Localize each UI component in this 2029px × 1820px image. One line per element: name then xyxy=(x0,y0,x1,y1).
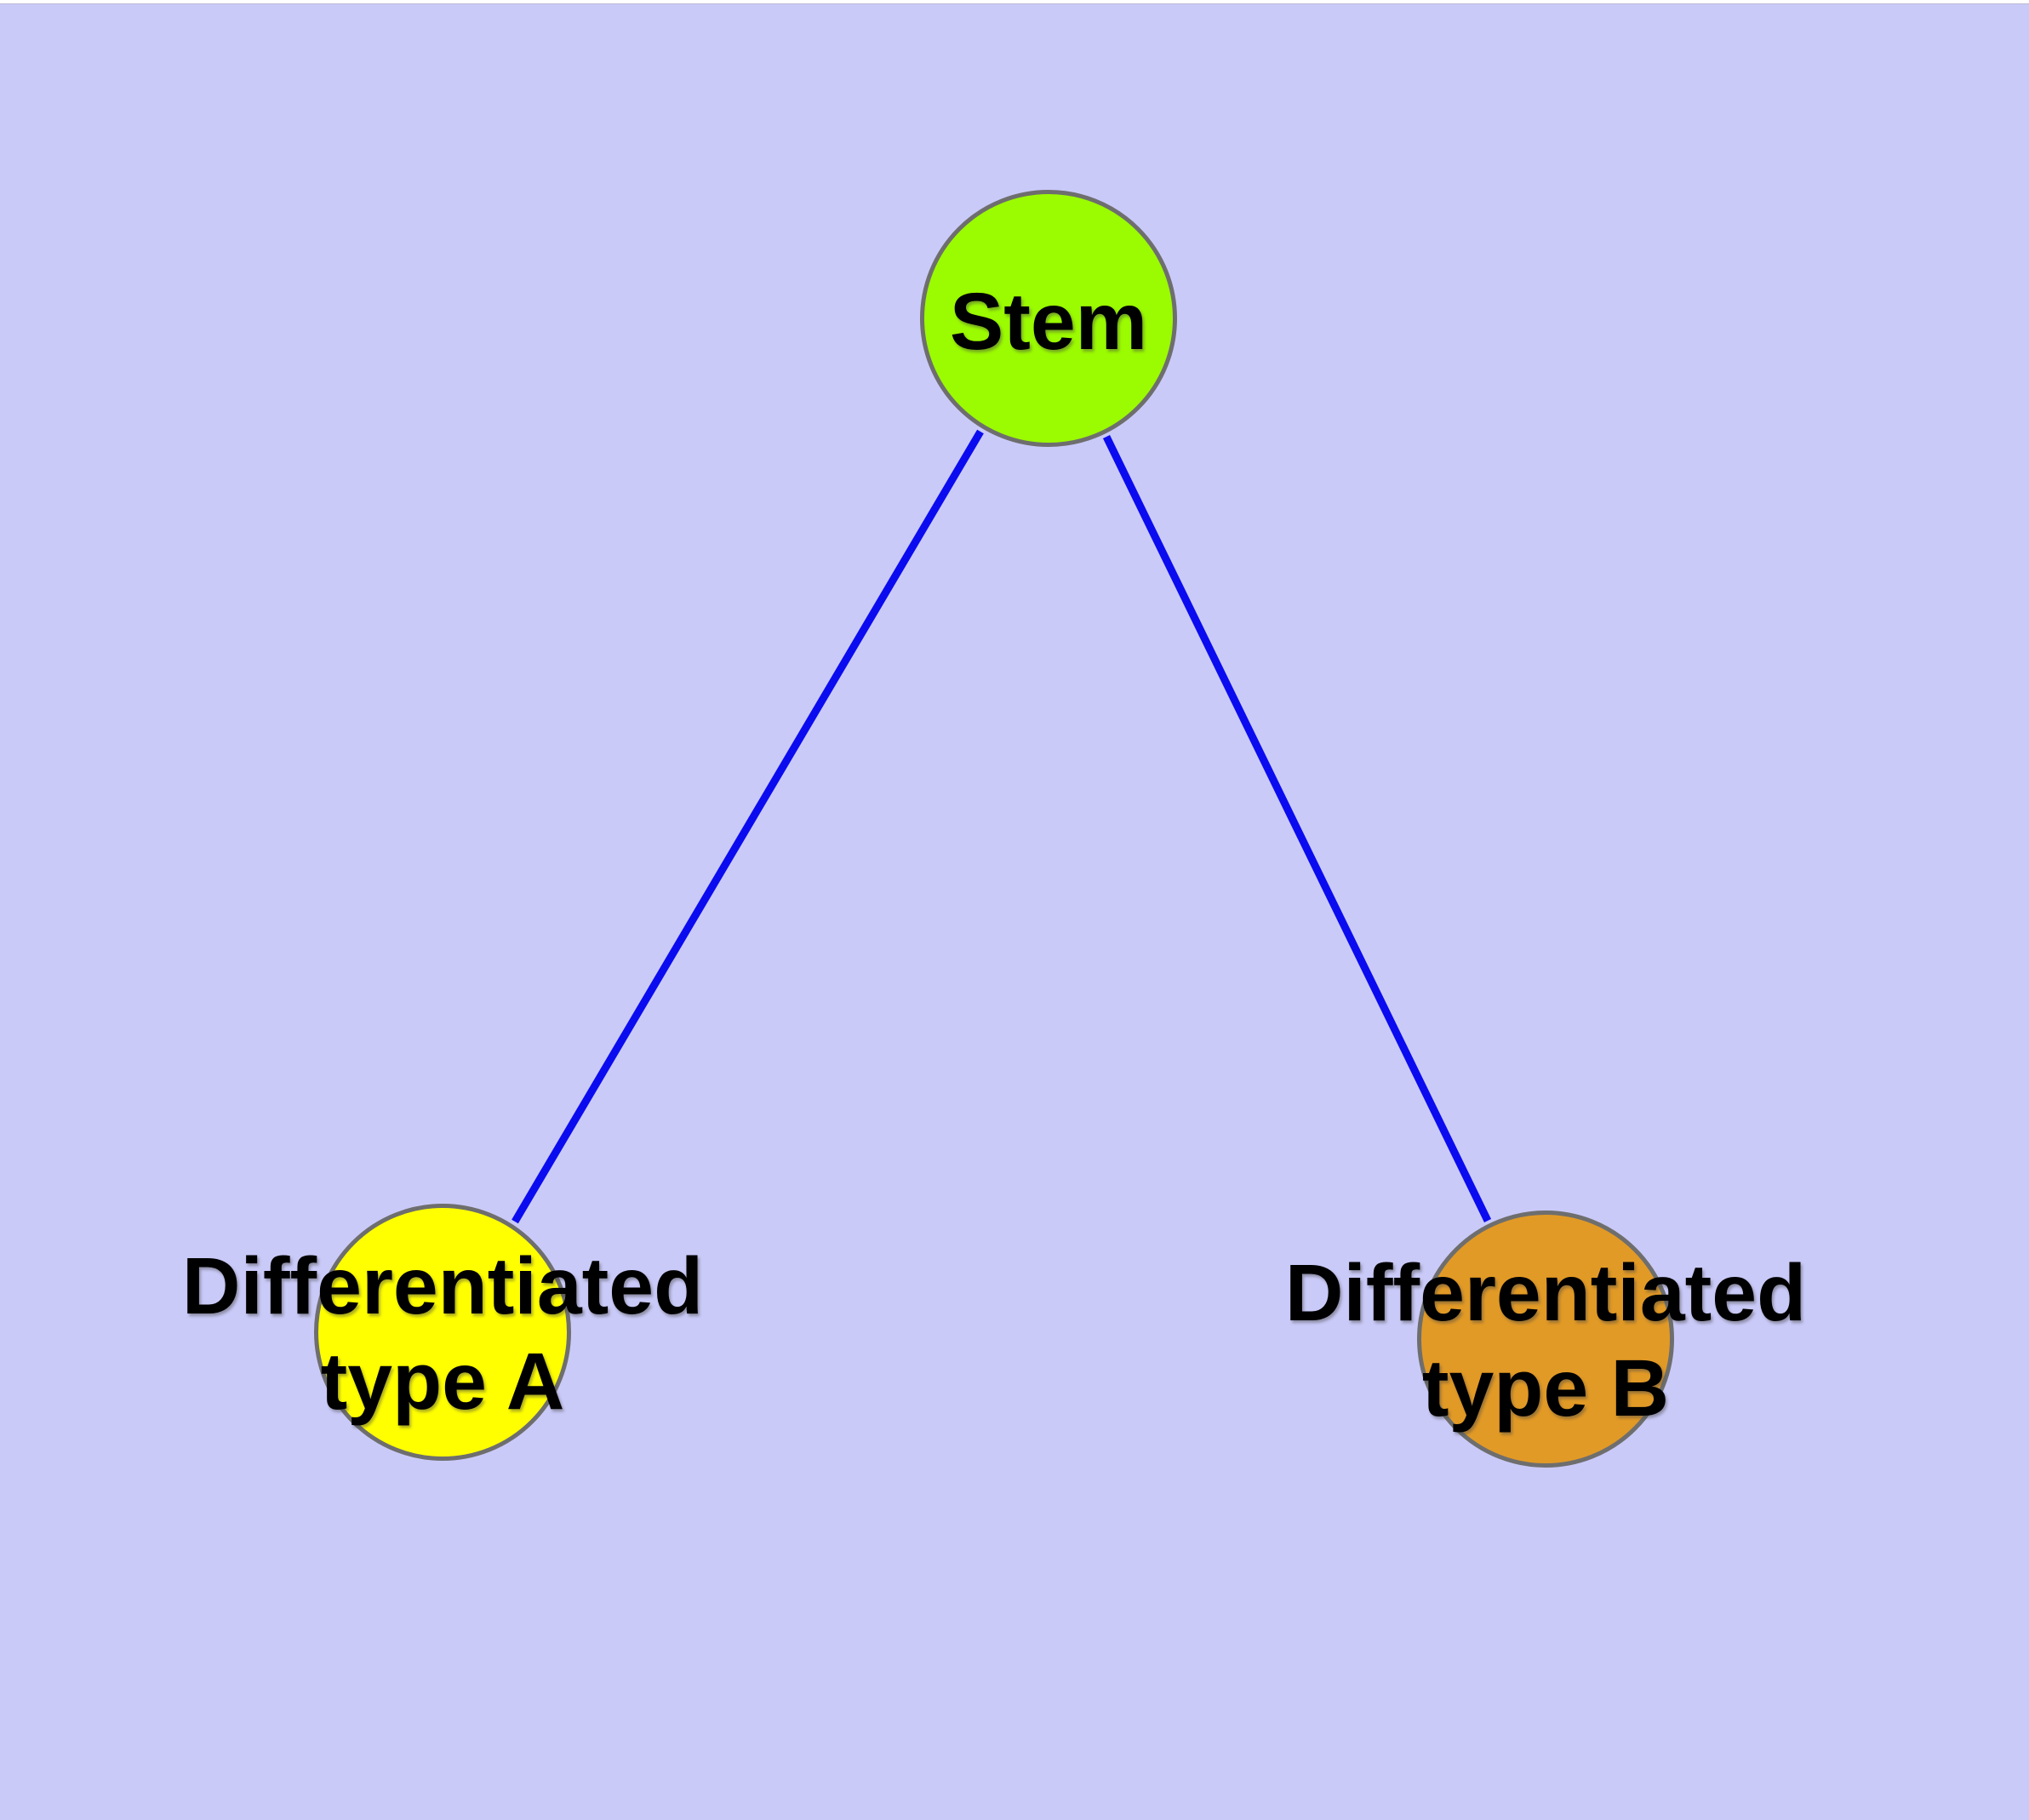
node-differentiated-type-b-circle xyxy=(1417,1210,1674,1468)
edge-stem-to-type-a xyxy=(512,429,984,1224)
node-type-b-label-line1: Differentiated xyxy=(1284,1248,1807,1338)
node-type-a-label-line2: type A xyxy=(320,1336,565,1427)
node-differentiated-type-a-circle xyxy=(314,1204,571,1461)
node-type-a-label-line1: Differentiated xyxy=(181,1241,704,1331)
node-differentiated-type-b-label: Differentiated type B xyxy=(1285,1245,1806,1436)
node-stem-label: Stem xyxy=(950,274,1147,369)
node-differentiated-type-a-label: Differentiated type A xyxy=(182,1239,703,1429)
node-type-b-label-line2: type B xyxy=(1421,1343,1670,1434)
edge-stem-to-type-b xyxy=(1102,435,1492,1222)
node-stem-circle xyxy=(920,190,1177,447)
top-margin-strip xyxy=(0,0,2029,4)
node-stem-label-line1: Stem xyxy=(949,277,1148,367)
